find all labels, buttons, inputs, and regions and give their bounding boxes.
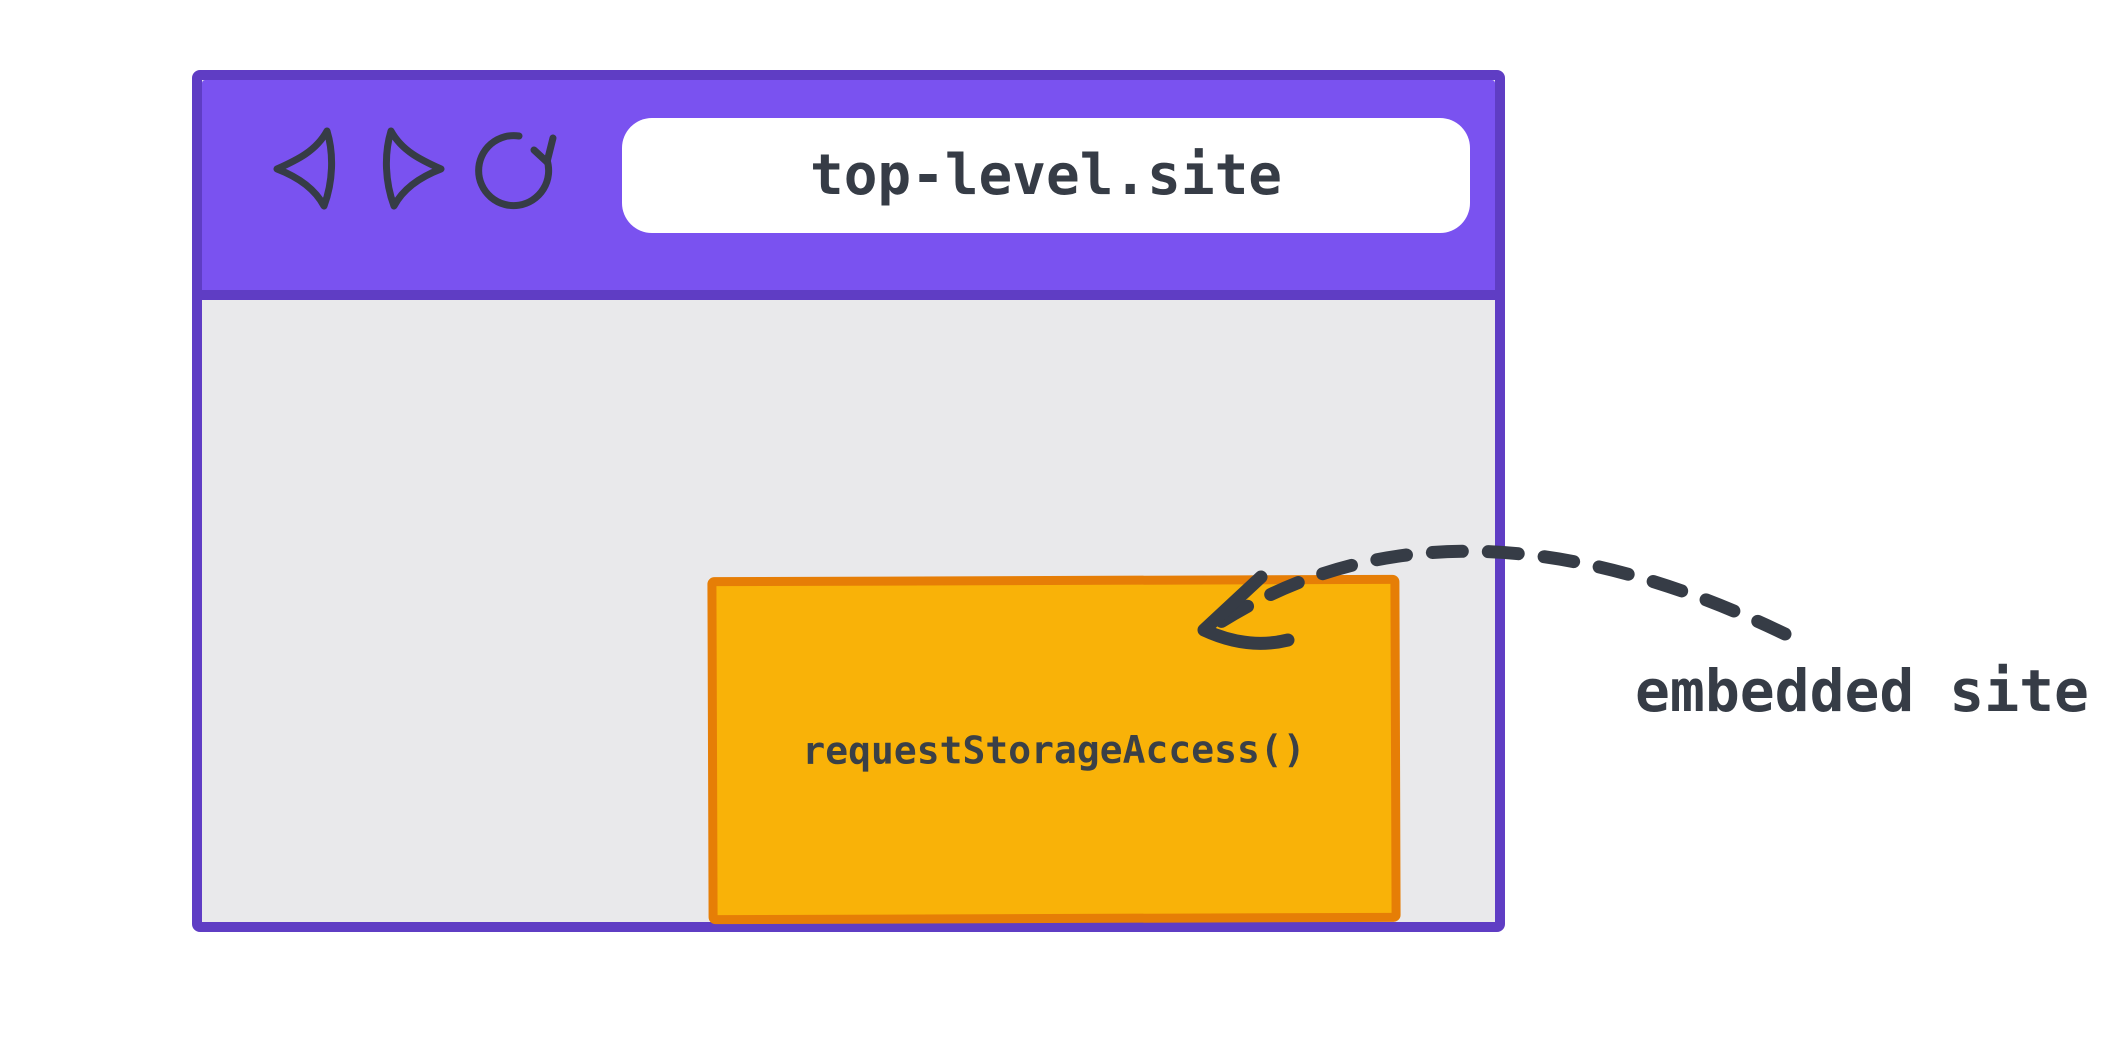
address-bar[interactable]: top-level.site — [622, 118, 1470, 233]
embedded-site-frame[interactable]: requestStorageAccess() — [707, 574, 1401, 925]
embedded-frame-label: requestStorageAccess() — [802, 726, 1306, 773]
browser-titlebar: top-level.site — [202, 80, 1495, 300]
address-bar-url: top-level.site — [809, 143, 1282, 208]
embedded-site-label: embedded site — [1635, 657, 2089, 725]
browser-window: top-level.site requestStorageAccess() — [192, 70, 1505, 932]
